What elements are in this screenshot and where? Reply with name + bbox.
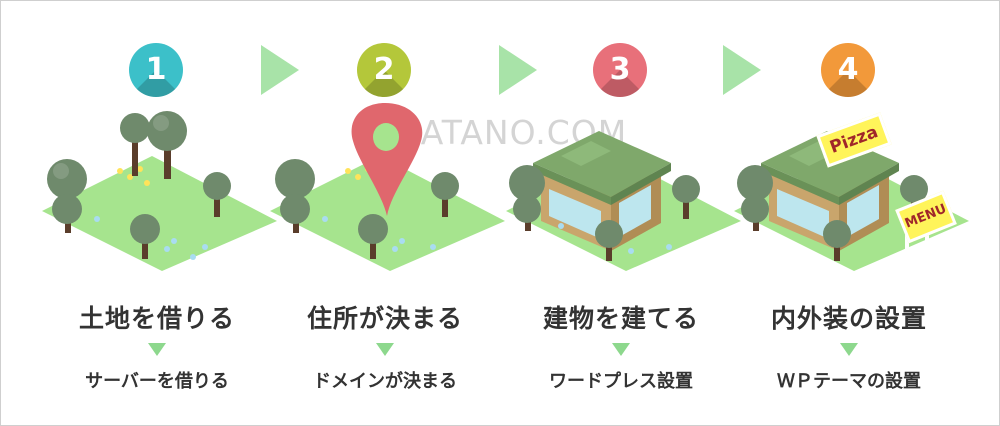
step-title: 建物を建てる [542,304,699,333]
step-number-badge: 4 [821,43,875,97]
step-number: 4 [837,52,859,87]
location-pin-icon [351,103,423,216]
step-title: 土地を借りる [78,304,235,333]
address-scene-icon [270,103,505,271]
step-number: 2 [373,52,395,87]
step-2: 2 住所が決まる ドメインが決まる [265,1,505,425]
step-title: 住所が決まる [306,304,463,333]
step-4: 4 Pizza MENU 内外装の設置 ＷＰテーマの設置 [729,1,969,425]
step-1: 1 土地を借りる サーバーを借りる [37,1,277,425]
down-arrow-icon [612,343,630,356]
step-number-badge: 1 [129,43,183,97]
next-arrow-icon [261,45,299,95]
down-arrow-icon [148,343,166,356]
step-subtitle: ワードプレス設置 [549,371,693,392]
down-arrow-icon [840,343,858,356]
building-scene-icon [506,131,741,271]
next-arrow-icon [723,45,761,95]
land-scene-icon [42,111,277,271]
step-number: 3 [609,52,631,87]
step-subtitle: ドメインが決まる [313,371,457,392]
step-number: 1 [145,52,167,87]
next-arrow-icon [499,45,537,95]
step-subtitle: サーバーを借りる [85,371,229,392]
step-number-badge: 3 [593,43,647,97]
step-title: 内外装の設置 [770,304,927,333]
step-subtitle: ＷＰテーマの設置 [777,371,921,392]
step-number-badge: 2 [357,43,411,97]
down-arrow-icon [376,343,394,356]
step-3: 3 建物を建てる ワードプレス設置 [501,1,741,425]
